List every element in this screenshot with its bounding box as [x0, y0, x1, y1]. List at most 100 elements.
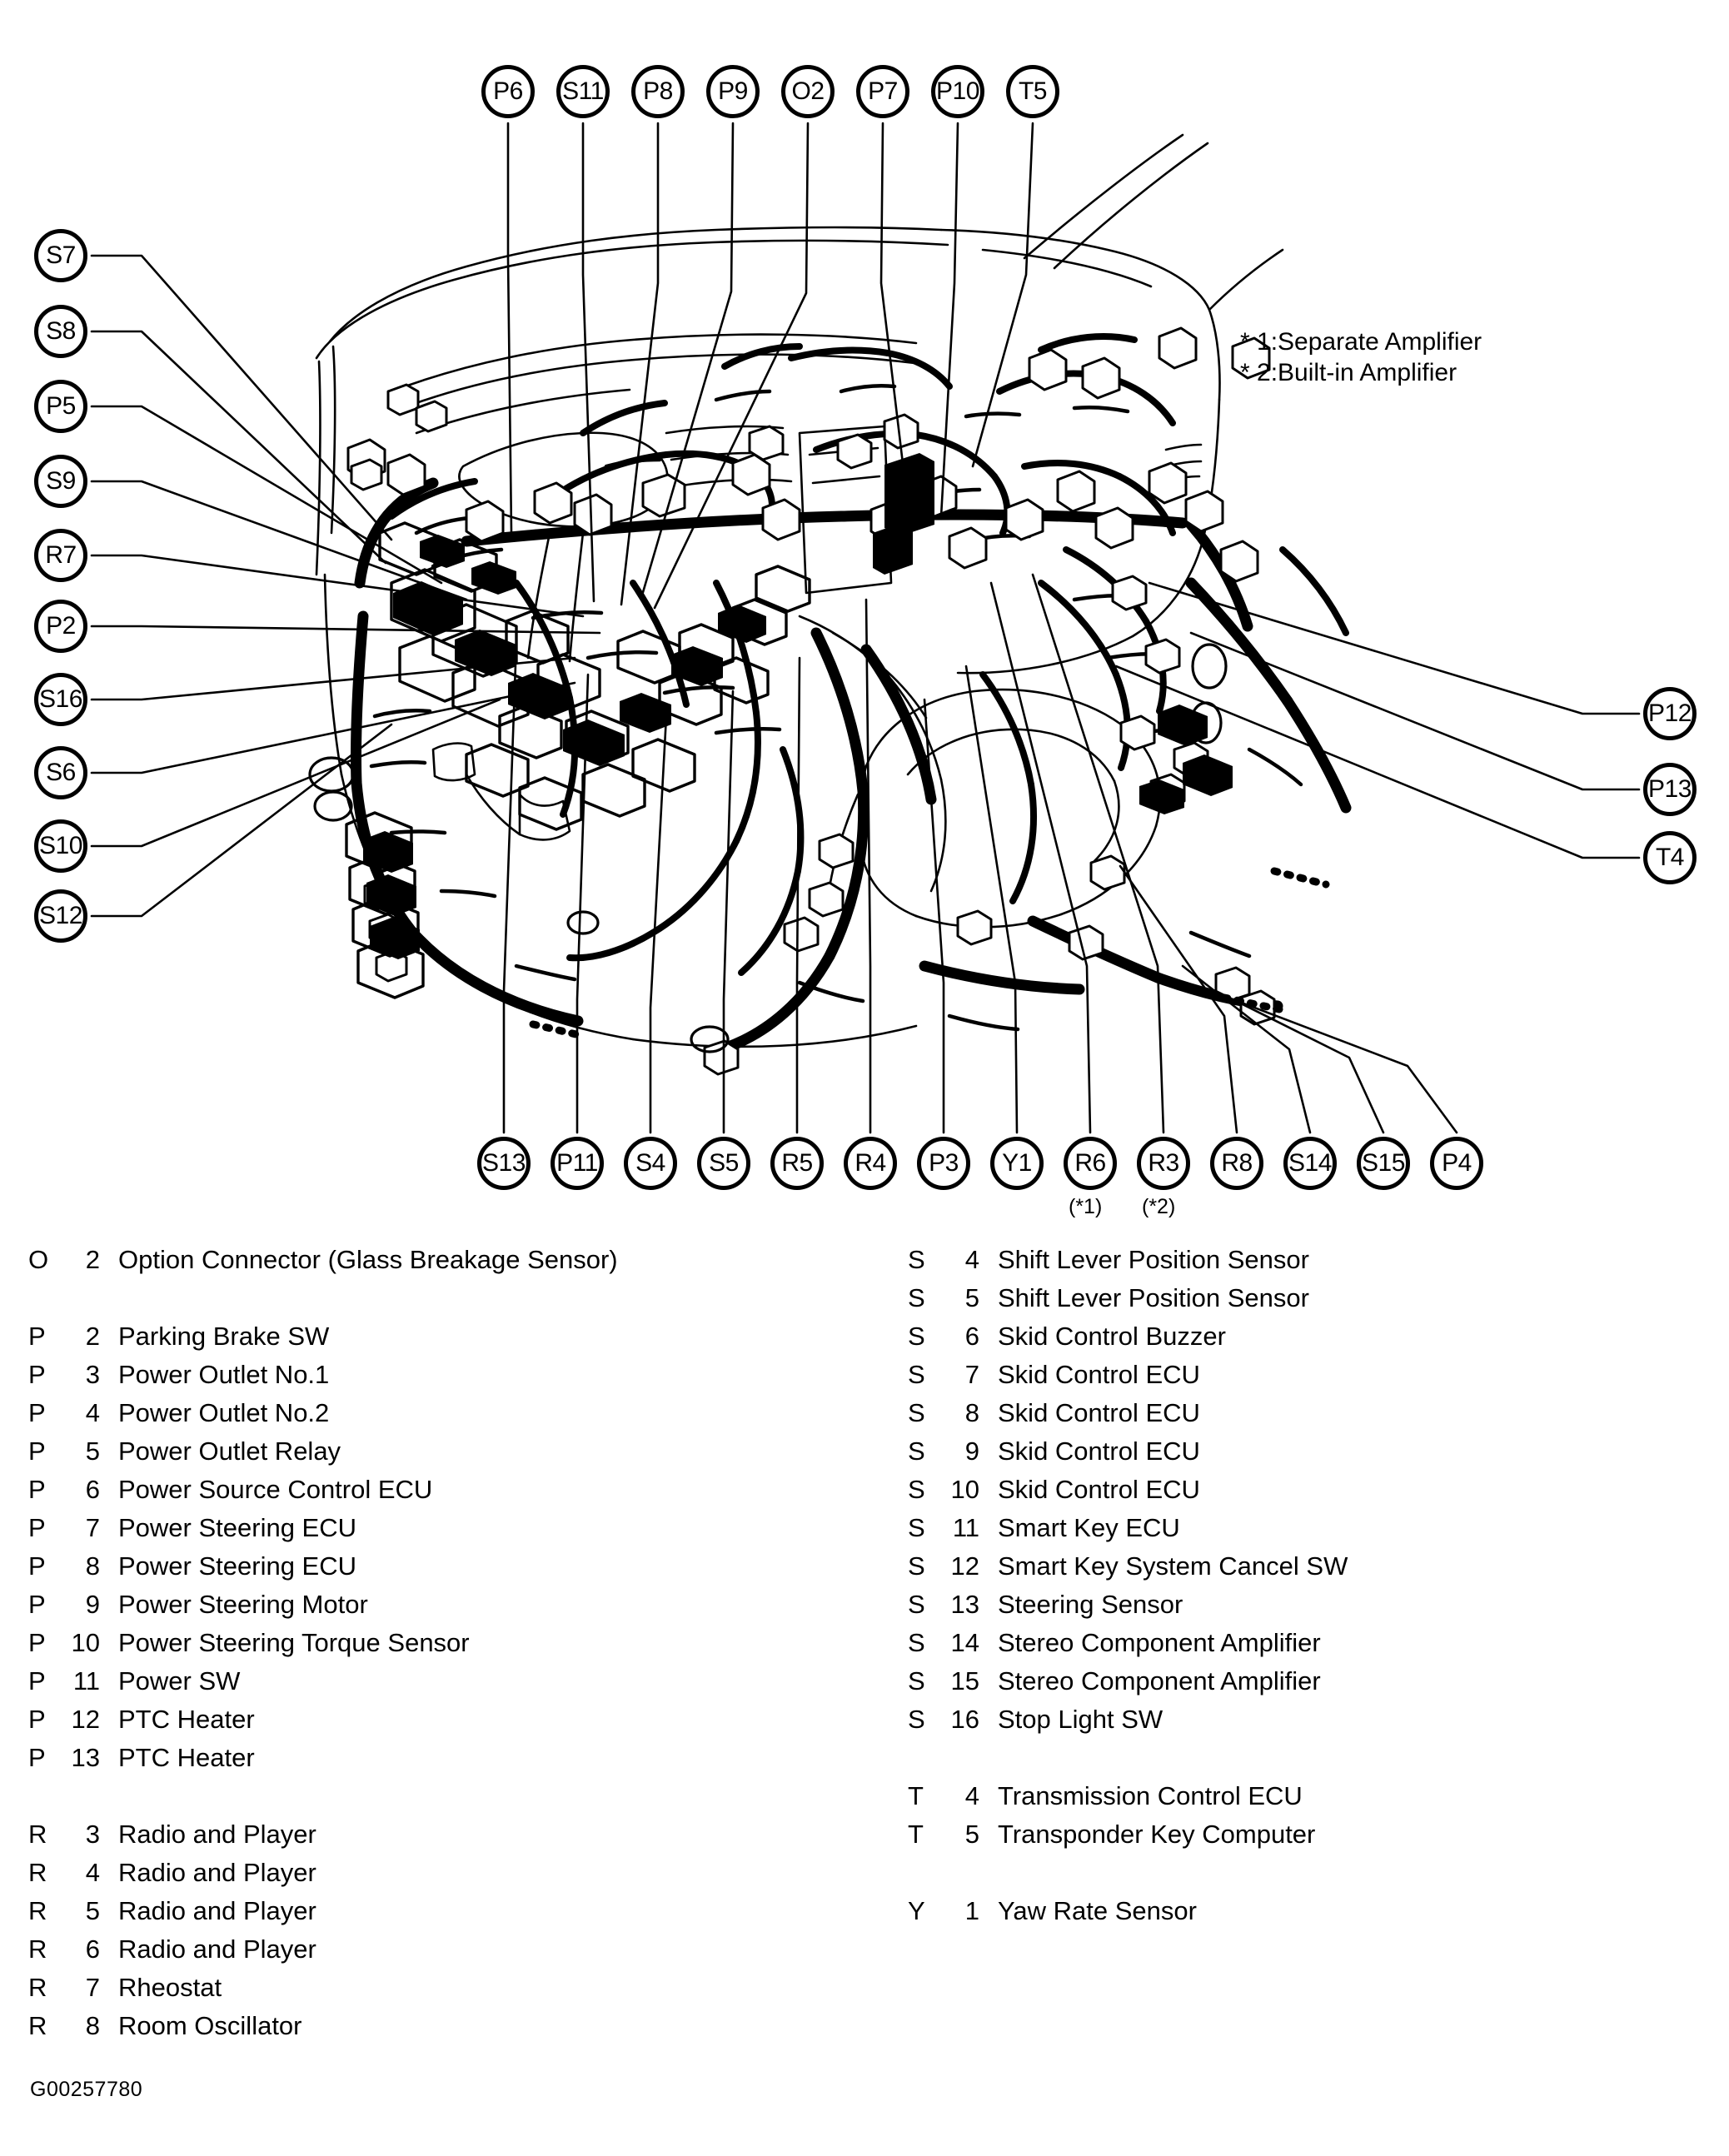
- callout-bubble-r3[interactable]: R3: [1137, 1137, 1190, 1190]
- callout-bubble-t5[interactable]: T5: [1006, 65, 1059, 118]
- legend-code-letter: P: [28, 1360, 46, 1389]
- callout-bubble-r6[interactable]: R6: [1064, 1137, 1117, 1190]
- callout-bubble-s9[interactable]: S9: [34, 455, 87, 508]
- legend-code-number: 6: [85, 1475, 100, 1504]
- wiring-harness-diagram: [90, 122, 1641, 1134]
- callout-bubble-s12[interactable]: S12: [34, 889, 87, 943]
- callout-bubble-o2[interactable]: O2: [781, 65, 835, 118]
- legend-code-letter: P: [28, 1475, 46, 1504]
- callout-bubble-p5[interactable]: P5: [34, 380, 87, 433]
- legend-description: Shift Lever Position Sensor: [998, 1283, 1309, 1312]
- callout-bubble-r5[interactable]: R5: [770, 1137, 824, 1190]
- legend-description: Skid Control Buzzer: [998, 1322, 1226, 1351]
- amplifier-note-line-2: * 2:Built-in Amplifier: [1240, 358, 1457, 386]
- legend-code-letter: P: [28, 1666, 46, 1695]
- legend-code-letter: P: [28, 1628, 46, 1657]
- callout-bubble-p13[interactable]: P13: [1643, 763, 1697, 816]
- callout-bubble-p8[interactable]: P8: [631, 65, 685, 118]
- legend-code-letter: P: [28, 1437, 46, 1466]
- callout-bubble-s11[interactable]: S11: [556, 65, 610, 118]
- leader-line-top: [506, 122, 1034, 610]
- callout-bubble-s10[interactable]: S10: [34, 819, 87, 873]
- callout-bubble-s7[interactable]: S7: [34, 229, 87, 282]
- legend-code-number: 6: [964, 1322, 979, 1351]
- legend-description: Parking Brake SW: [118, 1322, 330, 1351]
- legend-code-number: 7: [85, 1513, 100, 1542]
- legend-description: Transmission Control ECU: [998, 1781, 1303, 1810]
- callout-bubble-t4[interactable]: T4: [1643, 831, 1697, 884]
- legend-code-letter: P: [28, 1398, 46, 1427]
- callout-bubble-p11[interactable]: P11: [551, 1137, 604, 1190]
- legend-code-letter: S: [908, 1322, 925, 1351]
- legend-code-letter: S: [908, 1437, 925, 1466]
- legend-code-number: 4: [85, 1858, 100, 1887]
- legend-description: Power Steering ECU: [118, 1513, 357, 1542]
- leader-line-bottom: [502, 573, 1458, 1134]
- legend-code-number: 7: [85, 1973, 100, 2002]
- legend-code-letter: O: [28, 1245, 49, 1274]
- legend-code-letter: S: [908, 1360, 925, 1389]
- connector-body-dark: [363, 453, 1233, 959]
- legend-description: Stop Light SW: [998, 1705, 1163, 1734]
- legend-description: Power Outlet No.1: [118, 1360, 330, 1389]
- legend-code-letter: P: [28, 1590, 46, 1619]
- legend-code-number: 5: [85, 1437, 100, 1466]
- callout-bubble-s5[interactable]: S5: [697, 1137, 750, 1190]
- callout-bubble-p3[interactable]: P3: [917, 1137, 970, 1190]
- callout-bubble-r8[interactable]: R8: [1210, 1137, 1263, 1190]
- callout-bubble-s8[interactable]: S8: [34, 305, 87, 358]
- callout-bubble-s16[interactable]: S16: [34, 673, 87, 726]
- callout-bubble-y1[interactable]: Y1: [990, 1137, 1044, 1190]
- legend-code-letter: T: [908, 1781, 924, 1810]
- callout-bubble-r4[interactable]: R4: [844, 1137, 897, 1190]
- legend-code-letter: S: [908, 1551, 925, 1581]
- legend-description: Radio and Player: [118, 1858, 316, 1887]
- legend-code-number: 12: [950, 1551, 979, 1581]
- legend-code-letter: S: [908, 1705, 925, 1734]
- callout-bubble-p10[interactable]: P10: [931, 65, 984, 118]
- legend-code-number: 1: [964, 1896, 979, 1925]
- legend-code-number: 8: [964, 1398, 979, 1427]
- legend-code-letter: P: [28, 1743, 46, 1772]
- legend-spacer: [28, 1781, 861, 1820]
- callout-bubble-p4[interactable]: P4: [1430, 1137, 1483, 1190]
- callout-bubble-s4[interactable]: S4: [624, 1137, 677, 1190]
- callout-bubble-p6[interactable]: P6: [481, 65, 535, 118]
- legend-code-letter: S: [908, 1513, 925, 1542]
- legend-code-number: 10: [950, 1475, 979, 1504]
- legend-description: Stereo Component Amplifier: [998, 1628, 1321, 1657]
- callout-bubble-r7[interactable]: R7: [34, 529, 87, 582]
- legend-description: Skid Control ECU: [998, 1475, 1200, 1504]
- legend-code-letter: R: [28, 1896, 47, 1925]
- callout-bubble-s15[interactable]: S15: [1357, 1137, 1410, 1190]
- leader-line-left: [90, 254, 601, 918]
- legend-code-number: 4: [85, 1398, 100, 1427]
- callout-bubble-s14[interactable]: S14: [1283, 1137, 1337, 1190]
- legend-code-number: 6: [85, 1934, 100, 1964]
- callout-bubble-p12[interactable]: P12: [1643, 687, 1697, 740]
- callout-bubble-p2[interactable]: P2: [34, 600, 87, 653]
- legend-code-letter: R: [28, 1973, 47, 2002]
- legend-description: Transponder Key Computer: [998, 1820, 1316, 1849]
- callout-bubble-p7[interactable]: P7: [856, 65, 909, 118]
- callout-bubble-s6[interactable]: S6: [34, 746, 87, 799]
- legend-code-number: 9: [85, 1590, 100, 1619]
- legend-description: PTC Heater: [118, 1705, 255, 1734]
- callout-bubble-s13[interactable]: S13: [477, 1137, 531, 1190]
- legend-description: Power Source Control ECU: [118, 1475, 433, 1504]
- legend-code-number: 7: [964, 1360, 979, 1389]
- callout-bubble-p9[interactable]: P9: [706, 65, 760, 118]
